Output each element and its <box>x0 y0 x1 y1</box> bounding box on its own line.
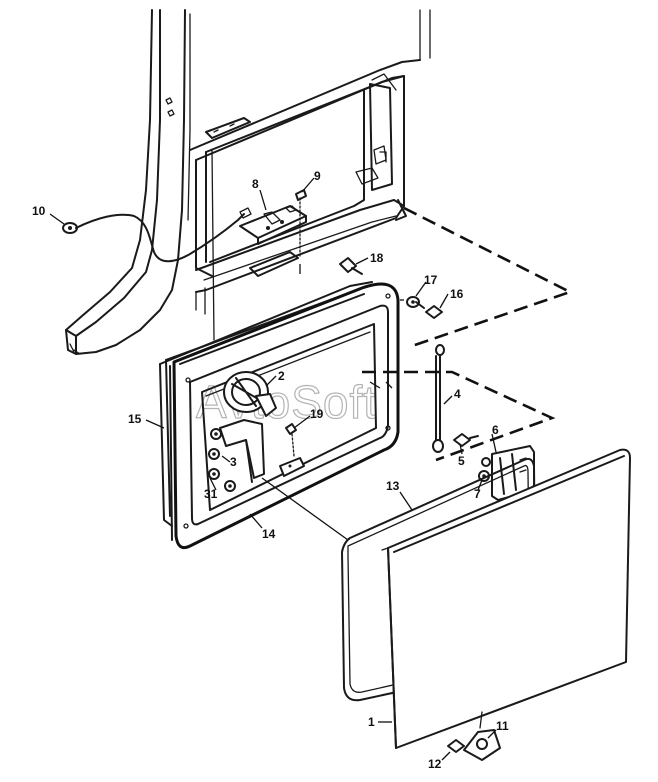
callout-31: 31 <box>204 487 218 501</box>
callout-19: 19 <box>310 407 324 421</box>
part-15-seal <box>159 281 373 527</box>
callout-7: 7 <box>474 487 481 501</box>
part-1-door-panel <box>381 448 631 749</box>
connector-lines <box>261 264 404 541</box>
callout-12: 12 <box>428 757 442 771</box>
callout-6: 6 <box>492 423 499 437</box>
body-door-opening <box>65 9 431 355</box>
part-4-rod <box>432 344 445 453</box>
part-9-screw <box>295 189 307 257</box>
callout-leaders <box>49 177 497 761</box>
part-10-cable <box>62 207 252 263</box>
callout-10: 10 <box>32 204 46 218</box>
callout-15: 15 <box>128 412 142 426</box>
callout-2: 2 <box>278 369 285 383</box>
part-5-bolt <box>453 433 479 447</box>
part-17-washer <box>406 296 420 308</box>
part-19-screw <box>279 423 305 477</box>
callout-5: 5 <box>458 454 465 468</box>
callout-3: 3 <box>230 455 237 469</box>
part-2-lock-mechanism <box>223 371 277 417</box>
callout-11: 11 <box>496 719 509 733</box>
callout-8: 8 <box>252 177 259 191</box>
part-14-door-frame <box>169 282 400 550</box>
callout-13: 13 <box>386 479 400 493</box>
alignment-dashes <box>362 206 574 462</box>
callout-labels: 10 8 9 18 17 16 2 4 15 19 3 31 6 5 7 13 … <box>32 169 509 771</box>
part-3-bracket <box>208 419 265 483</box>
part-16-bolt <box>415 301 443 319</box>
callout-4: 4 <box>454 387 461 401</box>
part-12-bolt <box>447 739 465 753</box>
part-31-screws <box>208 468 236 492</box>
callout-17: 17 <box>424 273 438 287</box>
callout-18: 18 <box>370 251 384 265</box>
callout-14: 14 <box>262 527 276 541</box>
part-18-bolt <box>339 257 363 275</box>
callout-9: 9 <box>314 169 321 183</box>
part-8-latch <box>239 205 307 245</box>
callout-16: 16 <box>450 287 464 301</box>
part-11-striker <box>463 711 501 761</box>
callout-1: 1 <box>368 715 375 729</box>
